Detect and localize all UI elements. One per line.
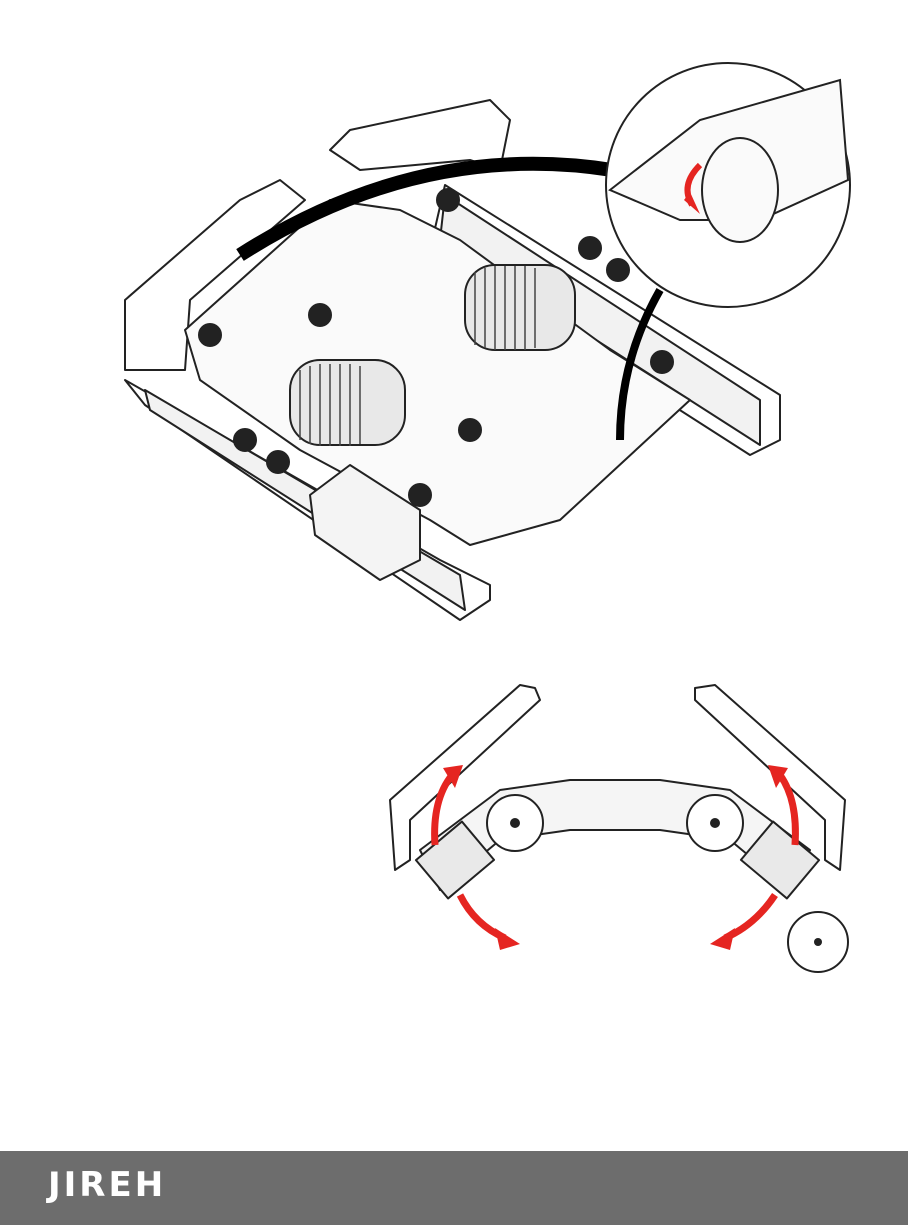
hinge-rotation-figure — [0, 660, 908, 990]
chassis-illustration — [0, 0, 908, 640]
brand-logo: JIREH — [48, 1165, 166, 1205]
hinge-illustration — [0, 660, 908, 990]
isometric-assembly-figure — [0, 0, 908, 640]
footer-band: JIREH — [0, 1151, 908, 1225]
